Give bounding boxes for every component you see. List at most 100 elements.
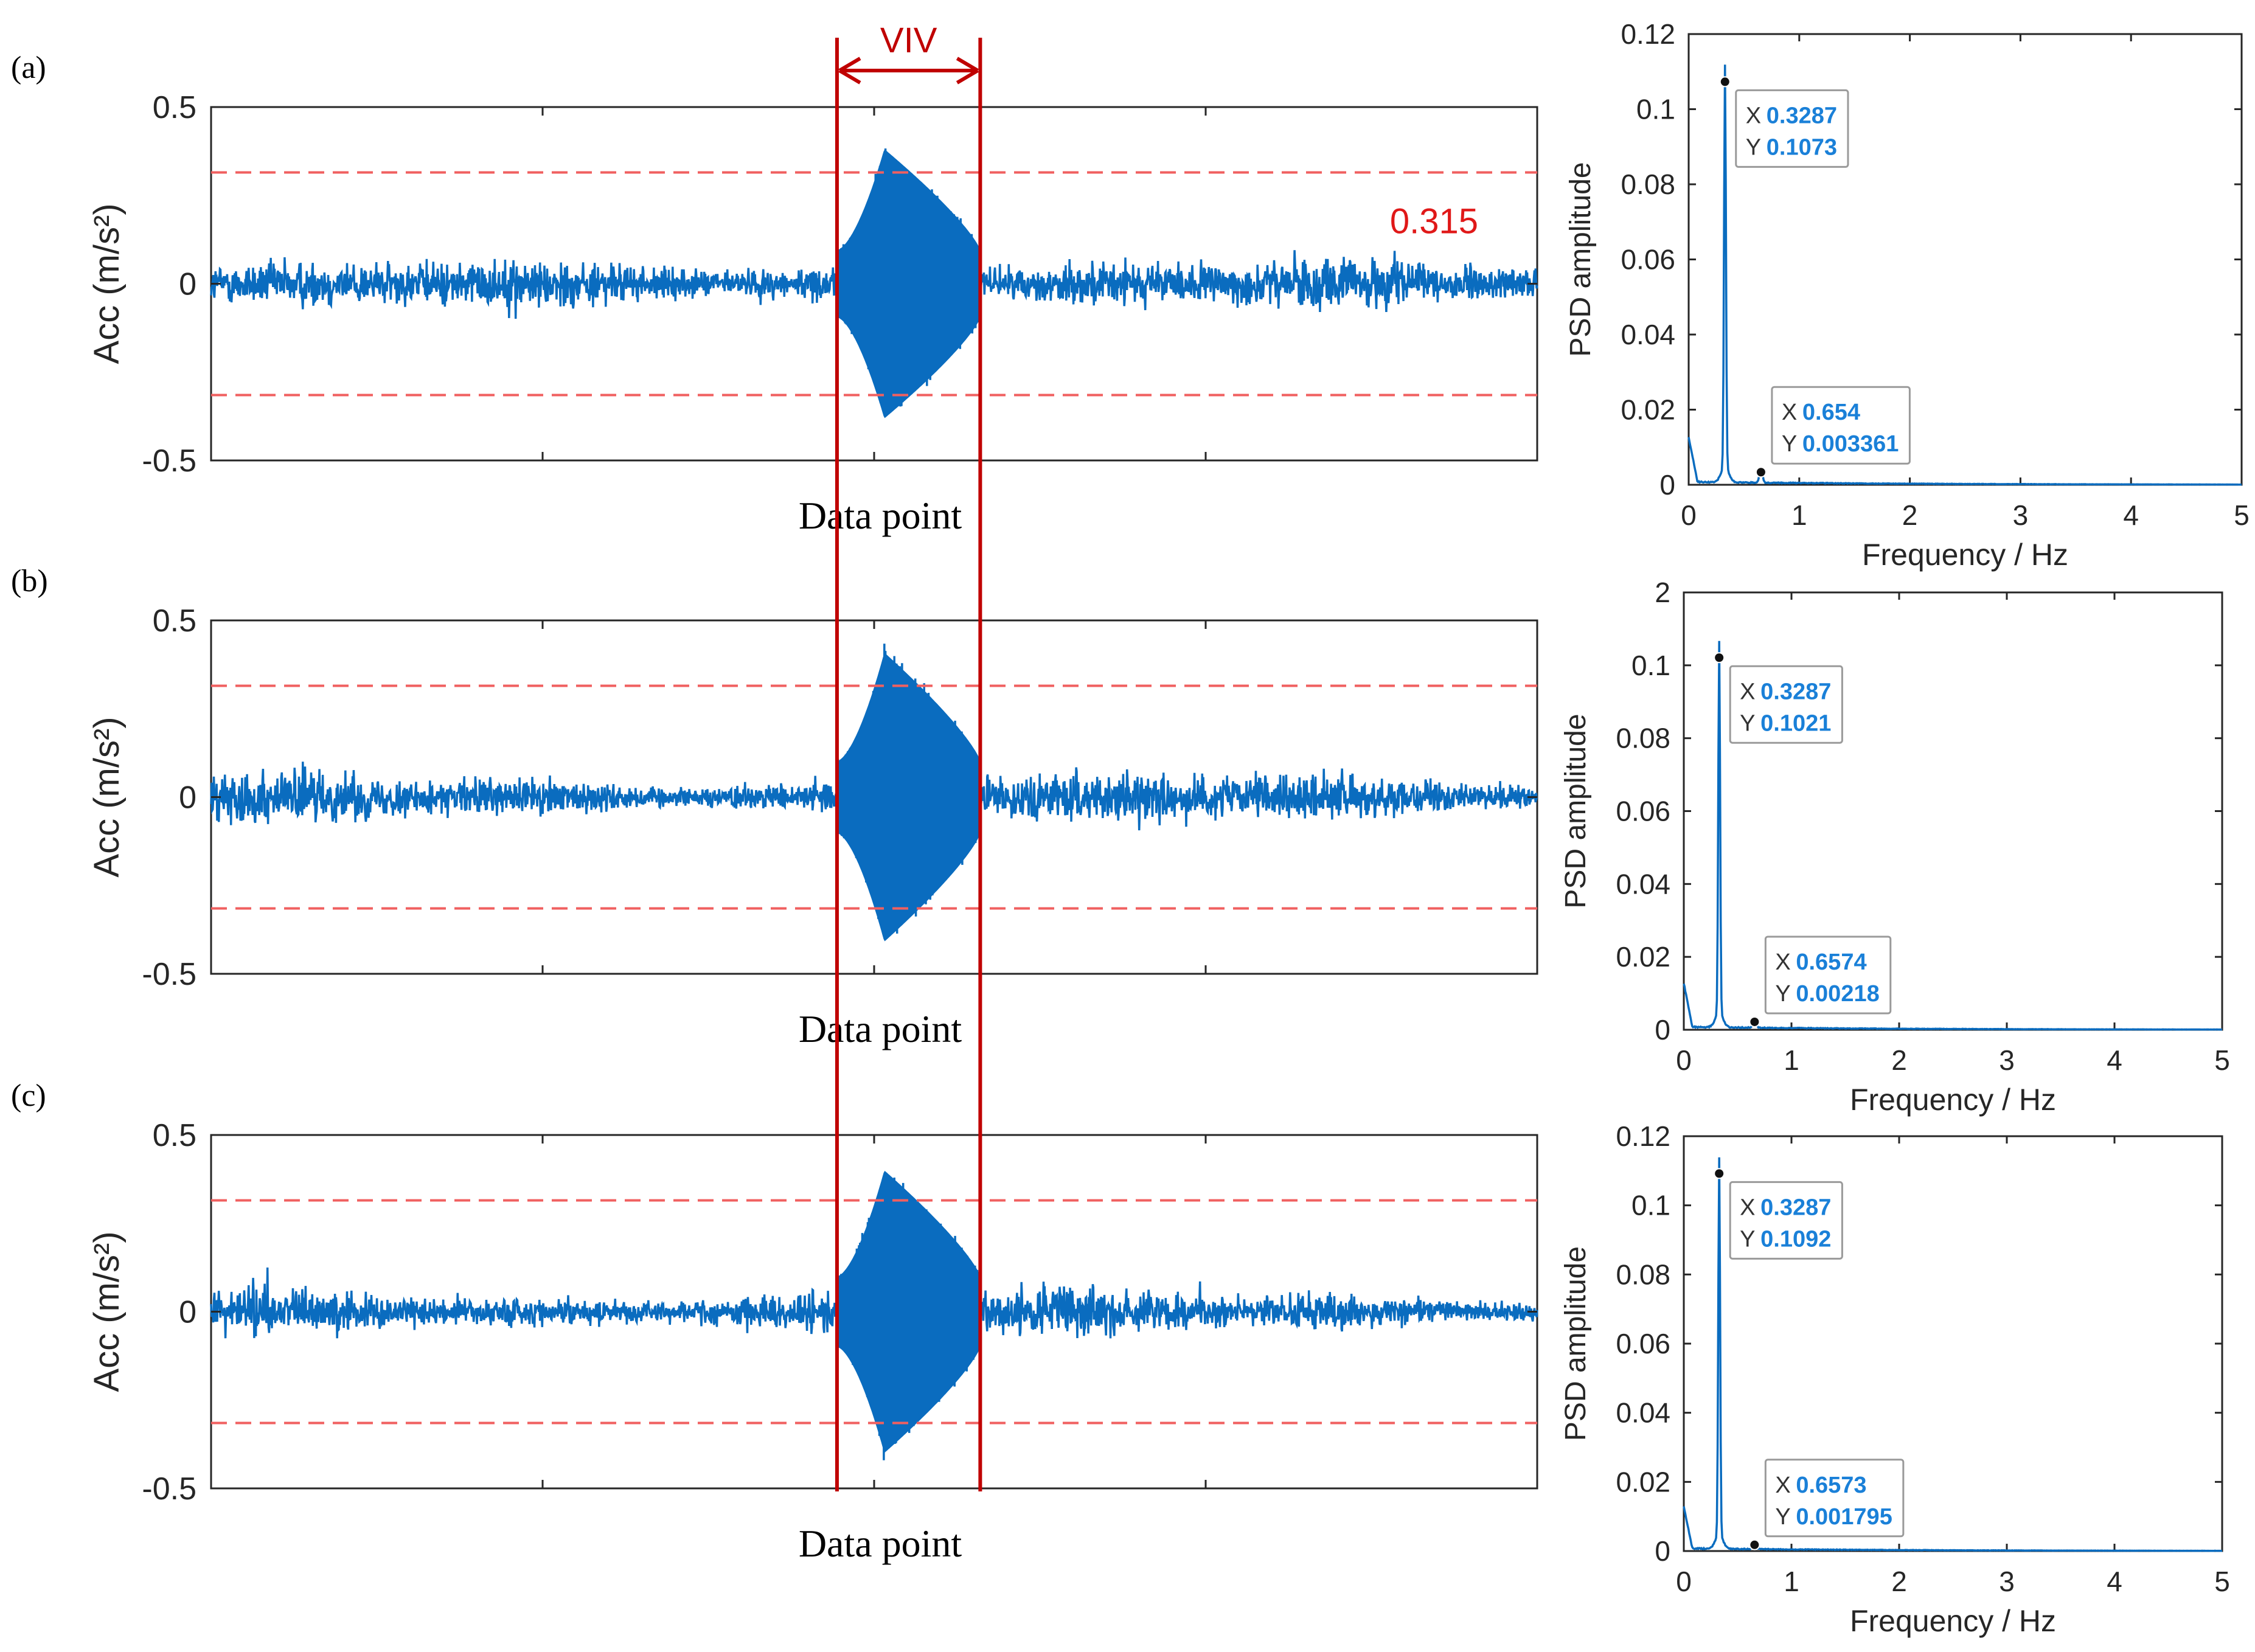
y-tick-label: 0.02 — [1616, 1466, 1670, 1498]
datatip-y-key: Y — [1740, 1226, 1755, 1252]
x-tick-label: 3 — [2013, 499, 2029, 531]
datatip-x-key: X — [1775, 1473, 1790, 1498]
x-tick-label: 2 — [1891, 1044, 1907, 1076]
threshold-label: 0.315 — [1390, 201, 1478, 241]
peak-marker — [1714, 1168, 1725, 1179]
y-tick-label: 0 — [179, 1295, 196, 1330]
viv-label: VIV — [880, 21, 937, 60]
y-tick-label: 0.08 — [1616, 723, 1670, 754]
datatip-y-key: Y — [1775, 1504, 1790, 1530]
y-tick-label: 0.12 — [1621, 18, 1675, 50]
datatip-x-value: 0.3287 — [1767, 103, 1837, 128]
datatip-x-key: X — [1775, 949, 1790, 975]
datatip-y-value: 0.1021 — [1760, 710, 1831, 736]
y-tick-label: 0.08 — [1616, 1258, 1670, 1290]
x-tick-label: 5 — [2214, 1566, 2230, 1597]
y-tick-label: 0.08 — [1621, 168, 1675, 200]
peak-marker — [1719, 76, 1731, 88]
y-tick-label: 0 — [179, 267, 196, 302]
x-axis-label: Data point — [799, 1522, 962, 1565]
datatip-box — [1764, 935, 1892, 1015]
y-tick-label: 0.06 — [1616, 796, 1670, 827]
x-axis-label: Data point — [799, 1007, 962, 1050]
x-tick-label: 1 — [1784, 1044, 1799, 1076]
y-axis-label: PSD amplitude — [1565, 162, 1597, 356]
datatip-x-value: 0.6574 — [1796, 949, 1866, 975]
y-tick-label: 0.02 — [1616, 941, 1670, 973]
datatip-box — [1764, 1459, 1905, 1538]
datatip-y-value: 0.1073 — [1767, 134, 1837, 160]
peak-marker — [1755, 467, 1767, 478]
datatip-x-value: 0.6573 — [1796, 1473, 1866, 1498]
panel-label: (a) — [11, 50, 46, 85]
psd-spectrum — [1687, 64, 2242, 486]
datatip-y-key: Y — [1782, 431, 1797, 457]
x-tick-label: 4 — [2123, 499, 2139, 531]
y-axis-label: Acc (m/s²) — [87, 717, 127, 877]
datatip-x-value: 0.3287 — [1760, 1195, 1831, 1220]
datatip-x-key: X — [1740, 1195, 1755, 1220]
time-panel-3: 0.5 0 -0.5 Acc (m/s²) Data point (c) — [11, 1078, 1538, 1565]
x-tick-label: 4 — [2107, 1044, 2122, 1076]
peak-marker — [1749, 1539, 1760, 1550]
y-tick-label: 0 — [1655, 1014, 1670, 1046]
y-tick-label: -0.5 — [142, 957, 196, 992]
x-tick-label: 1 — [1784, 1566, 1799, 1597]
y-tick-label: 0 — [1655, 1535, 1670, 1567]
datatip-y-value: 0.001795 — [1796, 1504, 1892, 1530]
y-tick-label: 2 — [1655, 577, 1670, 608]
x-tick-label: 3 — [1999, 1566, 2015, 1597]
datatip-x-key: X — [1740, 679, 1755, 704]
y-axis-label: Acc (m/s²) — [87, 1231, 127, 1392]
y-tick-label: -0.5 — [142, 1471, 196, 1507]
viv-envelope — [837, 149, 981, 418]
x-axis-label: Data point — [799, 494, 962, 537]
y-tick-label: 0 — [179, 780, 196, 816]
y-tick-label: 0.5 — [153, 1118, 196, 1153]
x-tick-label: 0 — [1681, 499, 1697, 531]
y-tick-label: 0.12 — [1616, 1120, 1670, 1152]
panel-label: (b) — [11, 564, 48, 599]
x-tick-label: 2 — [1891, 1566, 1907, 1597]
x-tick-label: 0 — [1676, 1566, 1692, 1597]
x-axis-label: Frequency / Hz — [1862, 538, 2068, 572]
y-axis-label: PSD amplitude — [1560, 1246, 1592, 1441]
datatip-y-key: Y — [1746, 134, 1761, 160]
datatip-y-value: 0.1092 — [1760, 1226, 1831, 1252]
datatip-box — [1729, 1181, 1843, 1260]
panel-label: (c) — [11, 1078, 46, 1113]
x-tick-label: 5 — [2214, 1044, 2230, 1076]
plot-frame — [1683, 591, 2223, 1031]
x-tick-label: 1 — [1791, 499, 1807, 531]
y-axis-label: Acc (m/s²) — [87, 203, 127, 364]
viv-annotation: VIV — [835, 21, 982, 1491]
datatip-x-key: X — [1746, 103, 1761, 128]
datatip-box — [1735, 89, 1849, 168]
datatip-box — [1771, 386, 1911, 465]
x-axis-label: Frequency / Hz — [1850, 1604, 2056, 1638]
y-tick-label: 0.5 — [153, 603, 196, 639]
y-tick-label: 0.04 — [1616, 868, 1670, 900]
x-tick-label: 5 — [2234, 499, 2250, 531]
y-tick-label: 0.04 — [1621, 319, 1675, 350]
x-tick-label: 0 — [1676, 1044, 1692, 1076]
y-tick-label: 0 — [1659, 469, 1675, 501]
datatip-y-key: Y — [1740, 710, 1755, 736]
y-tick-label: -0.5 — [142, 443, 196, 479]
y-tick-label: 0.1 — [1636, 94, 1675, 125]
y-axis-label: PSD amplitude — [1560, 713, 1592, 908]
y-tick-label: 0.06 — [1621, 244, 1675, 276]
y-tick-label: 0.06 — [1616, 1328, 1670, 1359]
datatip-y-key: Y — [1775, 981, 1790, 1007]
datatip-y-value: 0.00218 — [1796, 981, 1879, 1007]
peak-marker — [1749, 1016, 1760, 1027]
viv-double-arrow — [838, 57, 979, 85]
datatip-box — [1729, 665, 1843, 744]
